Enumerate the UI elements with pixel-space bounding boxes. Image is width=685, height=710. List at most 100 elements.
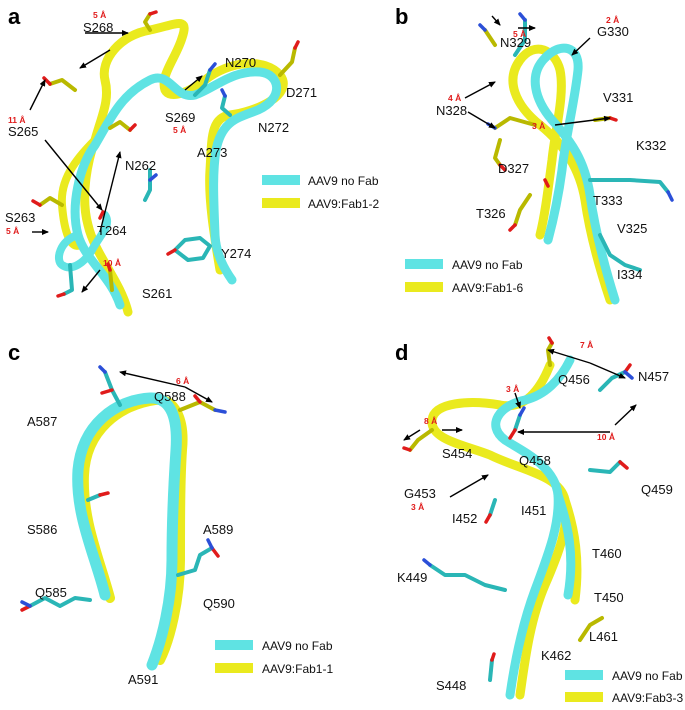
nitrogen-c-5 <box>206 538 214 550</box>
arrow-d-1 <box>547 348 591 364</box>
residue-label: Q590 <box>203 596 235 611</box>
residue-label: S261 <box>142 286 172 301</box>
sidechain-a-1 <box>143 12 152 32</box>
arrow-d-3 <box>514 392 521 409</box>
residue-label: Y274 <box>221 246 251 261</box>
arrow-b-1 <box>491 15 501 26</box>
nitrogen-c-4 <box>20 600 32 608</box>
sidechain-b-6 <box>483 28 497 47</box>
legend-label-fab: AAV9:Fab1-6 <box>452 281 523 295</box>
oxygen-b-7 <box>508 223 517 232</box>
residue-label: S454 <box>442 446 472 461</box>
residue-label: D327 <box>498 161 529 176</box>
sidechain-a-4 <box>193 68 212 97</box>
oxygen-d-4 <box>508 428 517 440</box>
nitrogen-b-5 <box>518 12 527 22</box>
sidechain-d-6 <box>428 563 507 592</box>
nitrogen-d-4 <box>518 406 526 417</box>
residue-label: K462 <box>541 648 571 663</box>
sidechain-a-5 <box>278 46 297 77</box>
residue-label: A589 <box>203 522 233 537</box>
arrow-b-5 <box>467 111 496 129</box>
sidechain-a-8 <box>38 196 64 207</box>
arrow-a-6 <box>99 151 122 233</box>
residue-label: A587 <box>27 414 57 429</box>
oxygen-a-8 <box>31 199 42 207</box>
sidechain-a-10 <box>108 268 114 292</box>
sidechain-a-3 <box>108 120 132 132</box>
sidechain-d-9 <box>488 658 494 682</box>
residue-label: S586 <box>27 522 57 537</box>
nitrogen-a-7 <box>148 173 158 182</box>
sidechain-c-3 <box>86 493 102 502</box>
distance-label: 4 Å <box>448 93 461 103</box>
sidechain-b-3 <box>493 116 537 130</box>
residue-label: I452 <box>452 511 477 526</box>
sidechain-a-7 <box>143 168 152 202</box>
nitrogen-d-6 <box>422 558 432 567</box>
panel-label-a: a <box>8 4 21 29</box>
arrow-d-4 <box>403 429 421 441</box>
distance-label: 2 Å <box>606 15 619 25</box>
residue-label: T333 <box>593 193 623 208</box>
sidechain-b-4 <box>493 138 502 167</box>
distance-label: 10 Å <box>103 258 121 268</box>
nitrogen-d-2 <box>623 370 634 380</box>
panel-label-c: c <box>8 340 20 365</box>
panel-label-b: b <box>395 4 408 29</box>
nitrogen-a-6 <box>220 88 227 98</box>
arrow-c-2 <box>184 386 213 403</box>
sidechain-a-6 <box>220 94 232 117</box>
distance-label: 3 Å <box>532 121 545 131</box>
residue-label: A273 <box>197 145 227 160</box>
arrow-a-2 <box>79 49 111 69</box>
residue-label: N272 <box>258 120 289 135</box>
residue-label: N270 <box>225 55 256 70</box>
panel-b: b N329 G330 N328 V331 K332 D327 T333 T32… <box>395 4 674 305</box>
residue-label: S268 <box>83 20 113 35</box>
residue-label: N457 <box>638 369 669 384</box>
arrow-d-2 <box>589 362 626 379</box>
backbone-nofab-a-loop <box>55 211 112 272</box>
sidechain-a-tyr <box>173 236 212 262</box>
legend-label-fab: AAV9:Fab1-1 <box>262 662 333 676</box>
sidechain-d-3 <box>408 428 434 452</box>
arrow-b-3 <box>571 37 591 56</box>
distance-label: 5 Å <box>93 10 106 20</box>
sidechain-a-9 <box>62 263 74 296</box>
distance-label: 3 Å <box>506 384 519 394</box>
residue-label: V325 <box>617 221 647 236</box>
panel-a: a <box>5 4 379 317</box>
legend-label-nofab: AAV9 no Fab <box>308 174 379 188</box>
arrow-b-6 <box>554 115 611 126</box>
oxygen-d-1 <box>547 336 554 345</box>
legend-label-nofab: AAV9 no Fab <box>452 258 523 272</box>
legend-label-nofab: AAV9 no Fab <box>262 639 333 653</box>
arrow-a-7 <box>81 269 101 293</box>
residue-label: N329 <box>500 35 531 50</box>
panel-d: d Q456 N457 S454 Q458 <box>395 336 683 705</box>
residue-label: I334 <box>617 267 642 282</box>
residue-label: Q459 <box>641 482 673 497</box>
legend-swatch-nofab <box>215 640 253 650</box>
residue-label: A591 <box>128 672 158 687</box>
residue-label: Q458 <box>519 453 551 468</box>
sidechain-b-8 <box>598 233 642 272</box>
oxygen-a-5 <box>293 40 300 50</box>
backbone-fab-b <box>508 44 615 305</box>
distance-label: 5 Å <box>513 29 526 39</box>
legend-swatch-fab <box>262 198 300 208</box>
arrow-c-1 <box>119 370 186 388</box>
residue-label: T450 <box>594 590 624 605</box>
distance-label: 5 Å <box>6 226 19 236</box>
arrow-d-7 <box>614 404 637 426</box>
oxygen-a-tyr <box>166 248 177 256</box>
oxygen-c-2 <box>193 394 202 404</box>
legend-swatch-fab <box>565 692 603 702</box>
sidechain-d-5 <box>588 460 622 474</box>
distance-label: 5 Å <box>173 125 186 135</box>
sidechain-b-1 <box>588 178 670 194</box>
sidechain-d-7 <box>578 616 604 642</box>
sidechain-d-2 <box>598 370 627 392</box>
